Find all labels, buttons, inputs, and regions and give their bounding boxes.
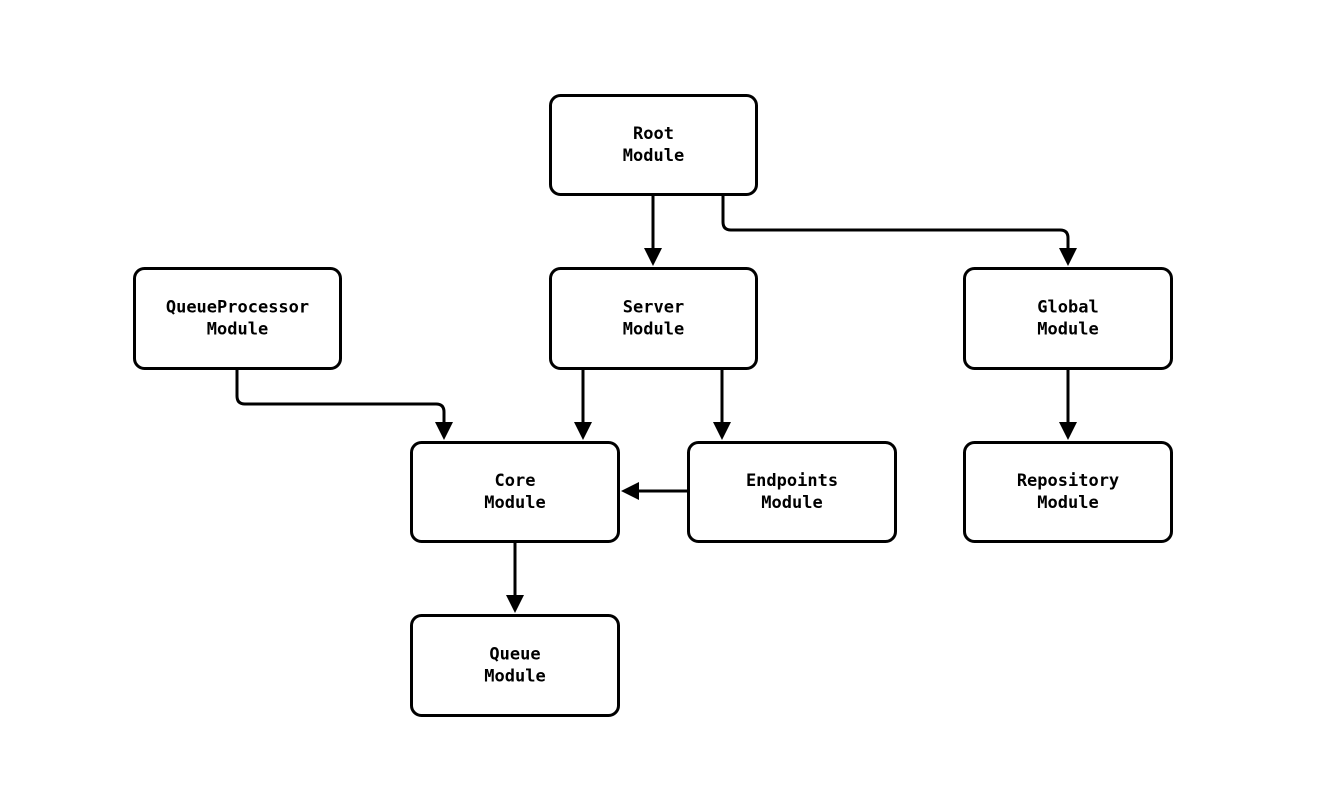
node-box[interactable] xyxy=(687,441,897,543)
edge-endpoints-to-core xyxy=(621,482,687,500)
node-box[interactable] xyxy=(410,441,620,543)
node-label-primary: Repository xyxy=(1017,471,1119,491)
node-label-secondary: Module xyxy=(207,320,268,340)
node-box[interactable] xyxy=(133,267,342,370)
node-label-primary: Server xyxy=(623,298,684,318)
arrowhead-icon xyxy=(435,422,453,440)
edge-global-to-repository xyxy=(1059,370,1077,440)
node-box[interactable] xyxy=(410,614,620,717)
edge-root-to-global xyxy=(721,196,1077,266)
node-box[interactable] xyxy=(549,267,758,370)
node-label-secondary: Module xyxy=(484,667,545,687)
node-label-primary: Endpoints xyxy=(746,471,838,491)
node-box[interactable] xyxy=(549,94,758,196)
node-label-secondary: Module xyxy=(623,320,684,340)
arrowhead-icon xyxy=(1059,422,1077,440)
arrowhead-icon xyxy=(644,248,662,266)
arrowhead-icon xyxy=(506,595,524,613)
node-label-primary: Global xyxy=(1037,298,1098,318)
arrowhead-icon xyxy=(1059,248,1077,266)
edge-line xyxy=(235,370,446,430)
arrowhead-icon xyxy=(621,482,639,500)
edge-line xyxy=(721,196,1070,256)
node-label-secondary: Module xyxy=(1037,493,1098,513)
edge-core-to-queue xyxy=(506,543,524,613)
edges-layer xyxy=(235,196,1077,613)
node-label-primary: QueueProcessor xyxy=(166,298,309,318)
node-label-secondary: Module xyxy=(484,493,545,513)
edge-server-to-core xyxy=(574,370,592,440)
nodes-layer: RootModuleQueueProcessorModuleServerModu… xyxy=(133,94,1173,717)
edge-queueprocessor-to-core xyxy=(235,370,453,440)
node-label-secondary: Module xyxy=(1037,320,1098,340)
node-box[interactable] xyxy=(963,267,1173,370)
edge-server-to-endpoints xyxy=(713,370,731,440)
node-label-primary: Root xyxy=(633,124,674,144)
edge-root-to-server xyxy=(644,196,662,266)
node-label-secondary: Module xyxy=(623,146,684,166)
arrowhead-icon xyxy=(574,422,592,440)
arrowhead-icon xyxy=(713,422,731,440)
node-label-secondary: Module xyxy=(761,493,822,513)
node-label-primary: Queue xyxy=(489,645,540,665)
node-label-primary: Core xyxy=(495,471,536,491)
node-box[interactable] xyxy=(963,441,1173,543)
